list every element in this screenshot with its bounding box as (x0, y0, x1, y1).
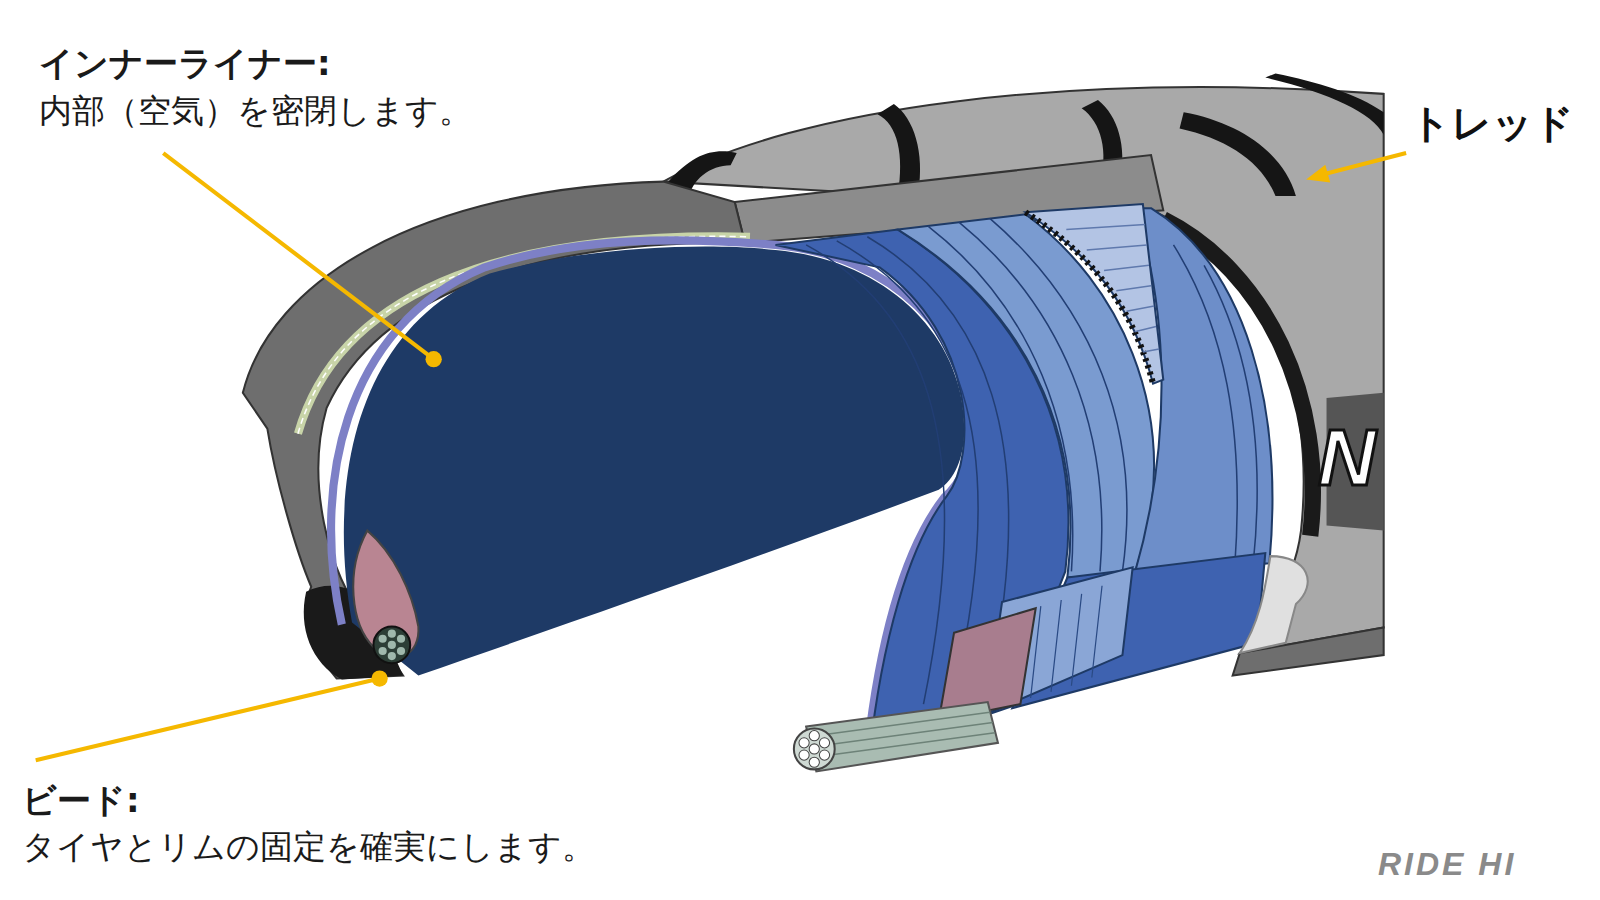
bead-wire-end (809, 757, 819, 767)
belt-lines (1066, 224, 1159, 352)
bead-core-wire (379, 635, 387, 643)
watermark: RIDE HI (1378, 846, 1516, 883)
part-name: トレッド (1410, 100, 1574, 146)
bead-wire-strands (808, 712, 995, 757)
ply-layer (1135, 208, 1273, 573)
leader-dot (371, 670, 387, 686)
leader-line (36, 679, 380, 761)
bead-core (373, 627, 410, 664)
bead-core-wire (388, 630, 396, 638)
belt-edge (1026, 212, 1154, 383)
bead-core-wire (379, 647, 387, 655)
leader-arrowhead (1306, 165, 1330, 183)
bead-wire-end (819, 738, 829, 748)
bead-wire-end (809, 731, 819, 741)
bead-core-wire (388, 641, 396, 649)
bead-wire (806, 702, 998, 771)
leader-line (1327, 153, 1407, 173)
bead-core-wire (397, 647, 405, 655)
tread-groove (1180, 112, 1296, 196)
bead-core-wire (388, 652, 396, 660)
leader-dot (426, 351, 442, 367)
bead-wire-end (809, 744, 819, 754)
leader-line (163, 153, 433, 359)
bead-wire-end (794, 729, 835, 770)
tread-groove (878, 104, 921, 194)
callout-body: 内部（空気）を密閉します。 (39, 92, 472, 130)
callout-heading: ビード: (22, 781, 140, 820)
inner-cavity (344, 247, 964, 676)
bead-core-wire (397, 635, 405, 643)
tread-groove (1265, 73, 1383, 134)
callout-body: タイヤとリムの固定を確実にします。 (22, 828, 595, 866)
sidewall-logo: N (1318, 412, 1376, 504)
inner-liner (331, 240, 971, 750)
bead-wire-end (819, 750, 829, 760)
sidewall-rim-guard (1240, 556, 1308, 653)
callout-heading: インナーライナー: (39, 44, 331, 83)
bead-wire-end (799, 750, 809, 760)
bead-wire-end (799, 738, 809, 748)
